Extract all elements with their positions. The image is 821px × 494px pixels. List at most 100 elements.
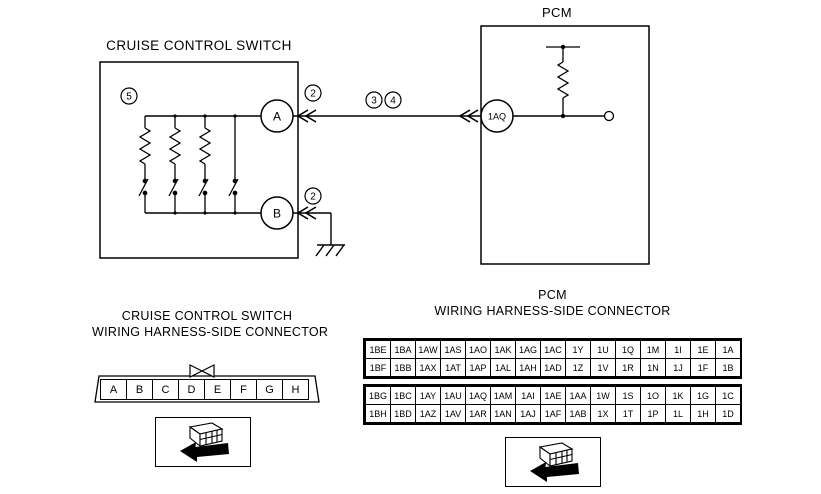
terminal-a-circle [260,99,294,133]
switch-connector-outline [94,364,320,403]
pcm-box [480,25,650,265]
pcm-pin-cell-1AK: 1AK [490,340,516,359]
pcm-pin-cell-1AS: 1AS [440,340,466,359]
switch-connector-title-line1: CRUISE CONTROL SWITCH [121,309,293,323]
direction-arrow-icon [180,442,229,462]
pcm-pin-cell-1AH: 1AH [515,358,541,377]
pcm-pin-cell-1J: 1J [665,358,691,377]
pcm-pin-cell-1AB: 1AB [565,404,591,423]
resistor-icon [138,127,152,165]
pcm-pin-cell-1BD: 1BD [390,404,416,423]
switch-pin-cell-E: E [204,379,231,400]
pcm-pin-cell-1AV: 1AV [440,404,466,423]
switch-pin-cell-A: A [100,379,127,400]
pcm-pin-cell-1X: 1X [590,404,616,423]
switch-resistor-network [138,114,239,215]
switch-lever-icon [198,178,209,197]
pcm-pin-cell-1AW: 1AW [415,340,441,359]
pcm-connector-title-line1: PCM [538,288,567,302]
pcm-pin-cell-1M: 1M [640,340,666,359]
pcm-pin-cell-1BA: 1BA [390,340,416,359]
callout-5-circle [120,87,138,105]
pcm-pin-cell-1BE: 1BE [365,340,391,359]
pcm-pin-cell-1AX: 1AX [415,358,441,377]
harness-connector-icon [180,422,229,462]
junction-dots [173,114,237,215]
pcm-pin-cell-1T: 1T [615,404,641,423]
pcm-pin-cell-1W: 1W [590,386,616,405]
pcm-open-terminal [603,110,615,122]
arrow-left-icon [466,109,479,123]
arrow-left-icon [304,109,317,123]
pcm-box-title: PCM [542,5,572,20]
pcm-connector-view-box [505,437,601,487]
harness-connector-icon [530,442,579,482]
pcm-pin-cell-1AQ: 1AQ [465,386,491,405]
switch-lever-icon [168,178,179,197]
pcm-pin-cell-1I: 1I [665,340,691,359]
pcm-pin-cell-1AL: 1AL [490,358,516,377]
pcm-pin-cell-1AE: 1AE [540,386,566,405]
pcm-pin-cell-1Q: 1Q [615,340,641,359]
callout-4-number: 4 [390,96,396,107]
pcm-pin-cell-1N: 1N [640,358,666,377]
pcm-pin-cell-1A: 1A [715,340,741,359]
terminal-b-label: B [273,207,281,221]
pcm-pin-cell-1BC: 1BC [390,386,416,405]
pcm-connector-title: PCM WIRING HARNESS-SIDE CONNECTOR [395,287,710,319]
pcm-pin-cell-1BF: 1BF [365,358,391,377]
cruise-switch-box-title: CRUISE CONTROL SWITCH [106,38,292,53]
pcm-pin-cell-1E: 1E [690,340,716,359]
switch-pin-cell-B: B [126,379,153,400]
pcm-pin-cell-1B: 1B [715,358,741,377]
pcm-pin-cell-1AT: 1AT [440,358,466,377]
pcm-pin-cell-1U: 1U [590,340,616,359]
callout-4-circle [384,91,402,109]
terminal-a-label: A [273,110,281,124]
callout-2-bottom-number: 2 [310,192,316,203]
pcm-connector-title-line2: WIRING HARNESS-SIDE CONNECTOR [434,304,671,318]
resistor-icon [556,61,570,99]
pcm-pin-cell-1AJ: 1AJ [515,404,541,423]
keying-bowtie-icon [189,364,215,378]
pcm-pin-cell-1AP: 1AP [465,358,491,377]
callout-2-bottom-circle [304,187,322,205]
pcm-pullup-resistor [546,44,580,119]
callout-5-number: 5 [126,92,132,103]
pcm-pin-cell-1AD: 1AD [540,358,566,377]
pcm-pin-cell-1V: 1V [590,358,616,377]
pcm-pin-cell-1AU: 1AU [440,386,466,405]
switch-lever-icon [138,178,149,197]
pcm-pin-cell-1AN: 1AN [490,404,516,423]
pcm-pin-cell-1C: 1C [715,386,741,405]
resistor-icon [198,127,212,165]
wires [145,115,604,245]
pcm-pin-cell-1H: 1H [690,404,716,423]
terminal-b-circle [260,196,294,230]
pcm-pin-cell-1AI: 1AI [515,386,541,405]
arrow-left-icon [304,206,317,220]
switch-connector-title: CRUISE CONTROL SWITCH WIRING HARNESS-SID… [92,308,328,340]
pcm-pin-1aq-circle [480,99,514,133]
pcm-pin-cell-1P: 1P [640,404,666,423]
switch-connector-view-box [155,417,251,467]
pcm-pin-cell-1K: 1K [665,386,691,405]
direction-arrow-icon [530,462,579,482]
pcm-pin-cell-1Z: 1Z [565,358,591,377]
pcm-pin-cell-1AC: 1AC [540,340,566,359]
pcm-pin-cell-1D: 1D [715,404,741,423]
pcm-pin-cell-1L: 1L [665,404,691,423]
pcm-pin-cell-1AO: 1AO [465,340,491,359]
switch-pin-cell-C: C [152,379,179,400]
arrow-left-icon [296,206,309,220]
connector-housing-outline [94,375,320,403]
pcm-pin-cell-1AG: 1AG [515,340,541,359]
pcm-pin-cell-1AF: 1AF [540,404,566,423]
